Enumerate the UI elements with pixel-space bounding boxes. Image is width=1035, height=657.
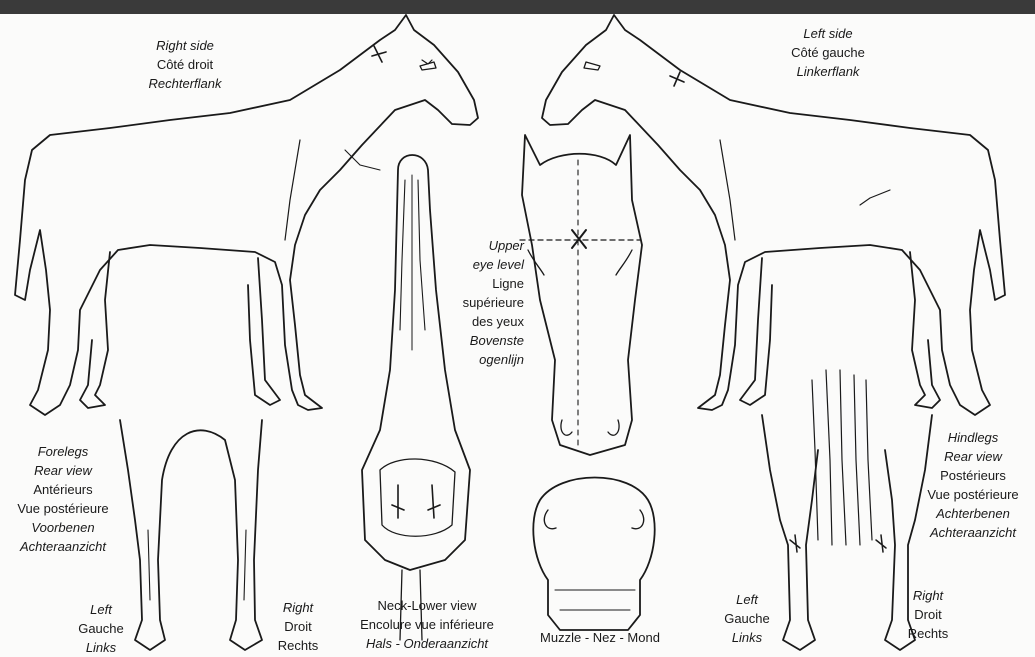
hind-left-fr: Gauche bbox=[712, 609, 782, 628]
fore-right-en: Right bbox=[268, 598, 328, 617]
fore-left-fr: Gauche bbox=[66, 619, 136, 638]
hindlegs-en2: Rear view bbox=[914, 447, 1032, 466]
label-forelegs-left: Left Gauche Links bbox=[66, 600, 136, 657]
label-forelegs: Forelegs Rear view Antérieurs Vue postér… bbox=[4, 442, 122, 556]
label-right-side: Right side Côté droit Rechterflank bbox=[125, 36, 245, 93]
hindlegs-fr2: Vue postérieure bbox=[914, 485, 1032, 504]
eye-level-line4: supérieure bbox=[430, 293, 524, 312]
hind-right-nl: Rechts bbox=[898, 624, 958, 643]
hindlegs-en1: Hindlegs bbox=[914, 428, 1032, 447]
neck-lower-view-outline bbox=[362, 155, 470, 640]
neck-line3: Hals - Onderaanzicht bbox=[338, 634, 516, 653]
label-upper-eye-level: Upper eye level Ligne supérieure des yeu… bbox=[430, 236, 524, 369]
hindlegs-nl1: Achterbenen bbox=[914, 504, 1032, 523]
eye-level-line3: Ligne bbox=[430, 274, 524, 293]
left-side-en: Left side bbox=[768, 24, 888, 43]
hindlegs-nl2: Achteraanzicht bbox=[914, 523, 1032, 542]
neck-line2: Encolure vue inférieure bbox=[338, 615, 516, 634]
forelegs-rear-view-outline bbox=[120, 420, 262, 650]
hindlegs-fr1: Postérieurs bbox=[914, 466, 1032, 485]
eye-level-line1: Upper bbox=[430, 236, 524, 255]
fore-right-fr: Droit bbox=[268, 617, 328, 636]
right-side-fr: Côté droit bbox=[125, 55, 245, 74]
left-side-nl: Linkerflank bbox=[768, 62, 888, 81]
label-muzzle: Muzzle - Nez - Mond bbox=[520, 628, 680, 647]
eye-level-line7: ogenlijn bbox=[430, 350, 524, 369]
eye-level-line2: eye level bbox=[430, 255, 524, 274]
right-side-en: Right side bbox=[125, 36, 245, 55]
fore-right-nl: Rechts bbox=[268, 636, 328, 655]
hind-right-en: Right bbox=[898, 586, 958, 605]
label-hindlegs: Hindlegs Rear view Postérieurs Vue posté… bbox=[914, 428, 1032, 542]
label-left-side: Left side Côté gauche Linkerflank bbox=[768, 24, 888, 81]
forelegs-fr2: Vue postérieure bbox=[4, 499, 122, 518]
horse-right-side-outline bbox=[15, 15, 478, 415]
label-forelegs-right: Right Droit Rechts bbox=[268, 598, 328, 655]
forelegs-nl2: Achteraanzicht bbox=[4, 537, 122, 556]
fore-left-en: Left bbox=[66, 600, 136, 619]
label-hindlegs-left: Left Gauche Links bbox=[712, 590, 782, 647]
muzzle-view-outline bbox=[533, 478, 654, 631]
neck-line1: Neck-Lower view bbox=[338, 596, 516, 615]
muzzle-text: Muzzle - Nez - Mond bbox=[520, 628, 680, 647]
hind-left-nl: Links bbox=[712, 628, 782, 647]
forelegs-fr1: Antérieurs bbox=[4, 480, 122, 499]
hind-left-en: Left bbox=[712, 590, 782, 609]
forelegs-en1: Forelegs bbox=[4, 442, 122, 461]
fore-left-nl: Links bbox=[66, 638, 136, 657]
right-side-nl: Rechterflank bbox=[125, 74, 245, 93]
forelegs-en2: Rear view bbox=[4, 461, 122, 480]
eye-level-line5: des yeux bbox=[430, 312, 524, 331]
hind-right-fr: Droit bbox=[898, 605, 958, 624]
label-hindlegs-right: Right Droit Rechts bbox=[898, 586, 958, 643]
eye-level-line6: Bovenste bbox=[430, 331, 524, 350]
forelegs-nl1: Voorbenen bbox=[4, 518, 122, 537]
label-neck-lower-view: Neck-Lower view Encolure vue inférieure … bbox=[338, 596, 516, 653]
head-front-view-outline bbox=[520, 135, 642, 455]
left-side-fr: Côté gauche bbox=[768, 43, 888, 62]
